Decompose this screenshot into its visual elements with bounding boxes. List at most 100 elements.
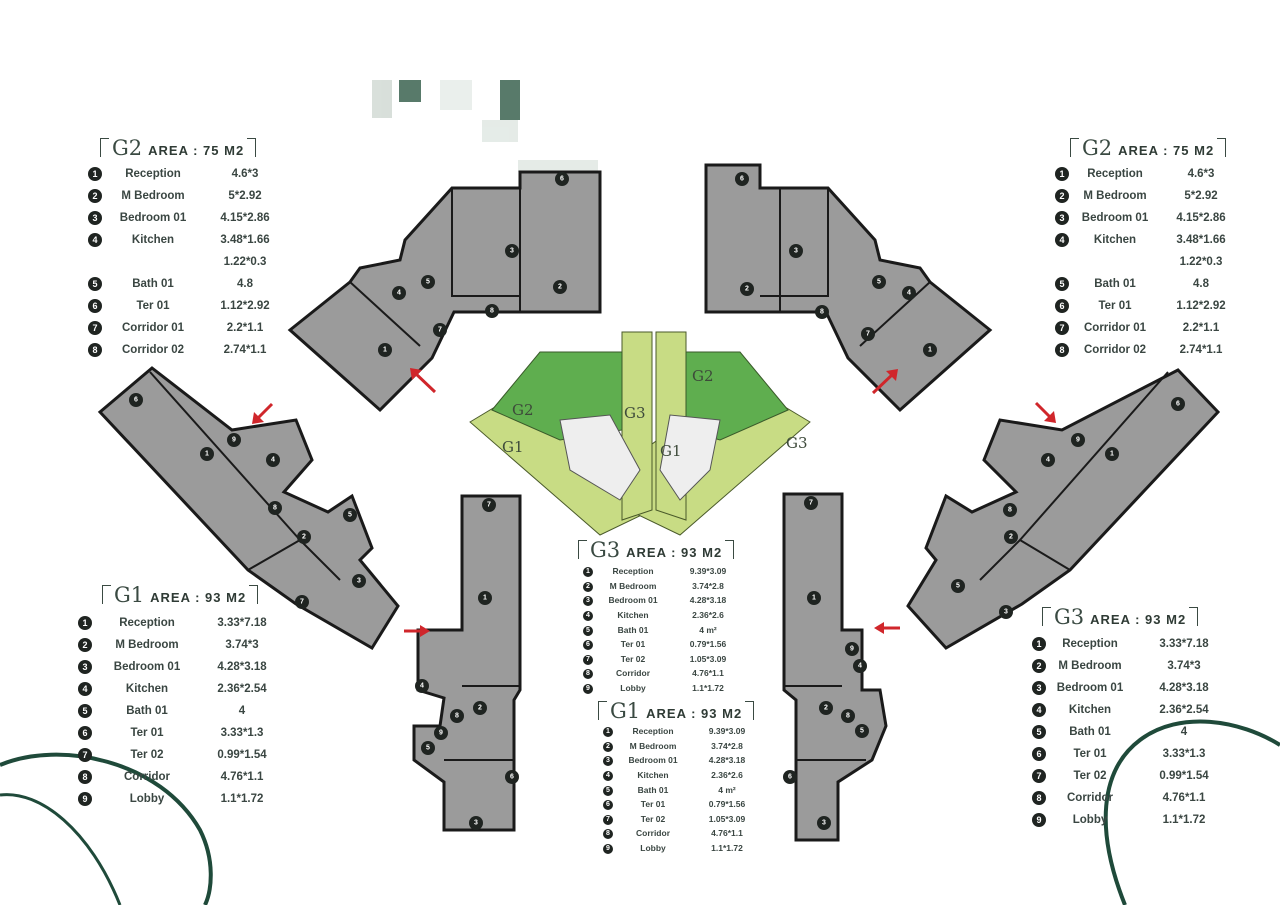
room-dimension: 1.05*3.09 [708,813,746,824]
key-plan-g3-left-tower [621,331,653,521]
room-number-badge: 9 [583,684,593,695]
room-number-badge: 6 [583,640,593,651]
row-number-cell: 5 [78,700,92,722]
entry-arrowhead-g3-right [1044,411,1056,423]
room-dimension: 4 [1180,726,1188,738]
room-dimension: 1.22*0.3 [1179,256,1223,268]
room-dimension: 4 m² [718,784,736,795]
svg-text:2: 2 [558,284,562,291]
room-number-badge: 2 [1032,659,1046,673]
row-number-cell: 6 [1055,295,1069,317]
room-label: Lobby [129,793,165,805]
room-dimension: 9.39*3.09 [708,726,746,737]
room-dimension: 4.28*3.18 [217,661,267,673]
room-number-badge: 5 [583,625,593,636]
room-label: Bath 01 [637,784,669,795]
room-dimension: 5*2.92 [228,190,262,202]
room-number-badge: 7 [88,321,102,335]
room-label: Bath 01 [617,624,649,635]
room-dimension: 1.12*2.92 [220,300,270,312]
svg-text:3: 3 [794,248,798,255]
room-label [102,251,204,273]
row-number-cell: 8 [78,766,92,788]
row-number-cell: 9 [603,841,615,856]
room-number-badge: 6 [88,299,102,313]
room-number-badge: 3 [1055,211,1069,225]
key-plan: G2 G3 G1 G1 G2 G3 [469,331,811,536]
room-label: Corridor 02 [1084,344,1146,356]
row-number-cell: 4 [1055,229,1069,251]
svg-text:5: 5 [860,728,864,735]
room-label: Corridor 01 [122,322,184,334]
entry-arrowhead-g2-left [410,368,422,380]
room-label: Bedroom 01 [1056,682,1124,694]
svg-text:8: 8 [273,505,277,512]
svg-text:9: 9 [1076,437,1080,444]
room-label: Corridor [1067,792,1113,804]
room-dimension: 1.1*1.72 [692,683,724,694]
room-number-badge: 5 [603,785,613,796]
room-dimension: 3.33*7.18 [217,617,267,629]
row-number-cell: 6 [88,295,102,317]
room-dimension: 4 m² [699,624,717,635]
area-title-g2-right: G2 AREA : 75 M2 [1070,136,1227,160]
svg-text:3: 3 [822,820,826,827]
row-number-cell: 6 [1032,743,1046,765]
room-number-badge: 7 [78,748,92,762]
room-number-badge: 3 [88,211,102,225]
unit-plan-g3-center: 1 2 3 4 5 6 7 8 9 [782,492,888,842]
entry-arrowhead-g1-left [252,412,264,424]
unit-area: AREA : 93 M2 [1090,612,1187,627]
row-number-cell: 8 [583,666,595,681]
area-title-g3-center: G3 AREA : 93 M2 [578,538,735,562]
svg-text:9: 9 [232,437,236,444]
svg-text:5: 5 [877,279,881,286]
row-number-cell: 5 [1055,273,1069,295]
row-number-cell: 6 [78,722,92,744]
row-number-cell: 8 [1032,787,1046,809]
decorative-swoosh-right [1103,719,1280,905]
entry-arrow-g2-right [871,371,896,395]
room-label: Lobby [1072,814,1108,826]
unit-name: G3 [590,538,621,562]
room-dimension: 4.28*3.18 [708,755,746,766]
room-label: Bedroom 01 [608,595,658,606]
room-label: Corridor 02 [122,344,184,356]
room-dimension: 0.79*1.56 [689,639,727,650]
row-number-cell: 4 [1032,699,1046,721]
unit-area: AREA : 75 M2 [148,143,245,158]
room-dimension: 2.36*2.6 [711,770,743,781]
unit-name: G1 [610,699,641,723]
room-label: Corridor [636,828,670,839]
room-number-badge: 4 [583,611,593,622]
svg-text:4: 4 [907,290,911,297]
area-title-g1-left: G1 AREA : 93 M2 [102,583,259,607]
svg-text:1: 1 [928,347,932,354]
area-title-g2-left: G2 AREA : 75 M2 [100,136,257,160]
room-label: Kitchen [637,770,669,781]
row-number-cell: 6 [603,797,615,812]
entry-arrow-g2-left [412,370,437,394]
room-number-badge: 8 [1055,343,1069,357]
unit-name: G3 [1054,605,1085,629]
room-number-badge: 1 [78,616,92,630]
unit-plan-g1-left: 1 2 3 4 5 6 7 8 9 [97,366,400,651]
row-number-cell: 5 [1032,721,1046,743]
room-dimension: 3.74*2.8 [692,580,724,591]
room-number-badge: 2 [583,581,593,592]
key-plan-label-g2-right: G2 [692,367,714,385]
